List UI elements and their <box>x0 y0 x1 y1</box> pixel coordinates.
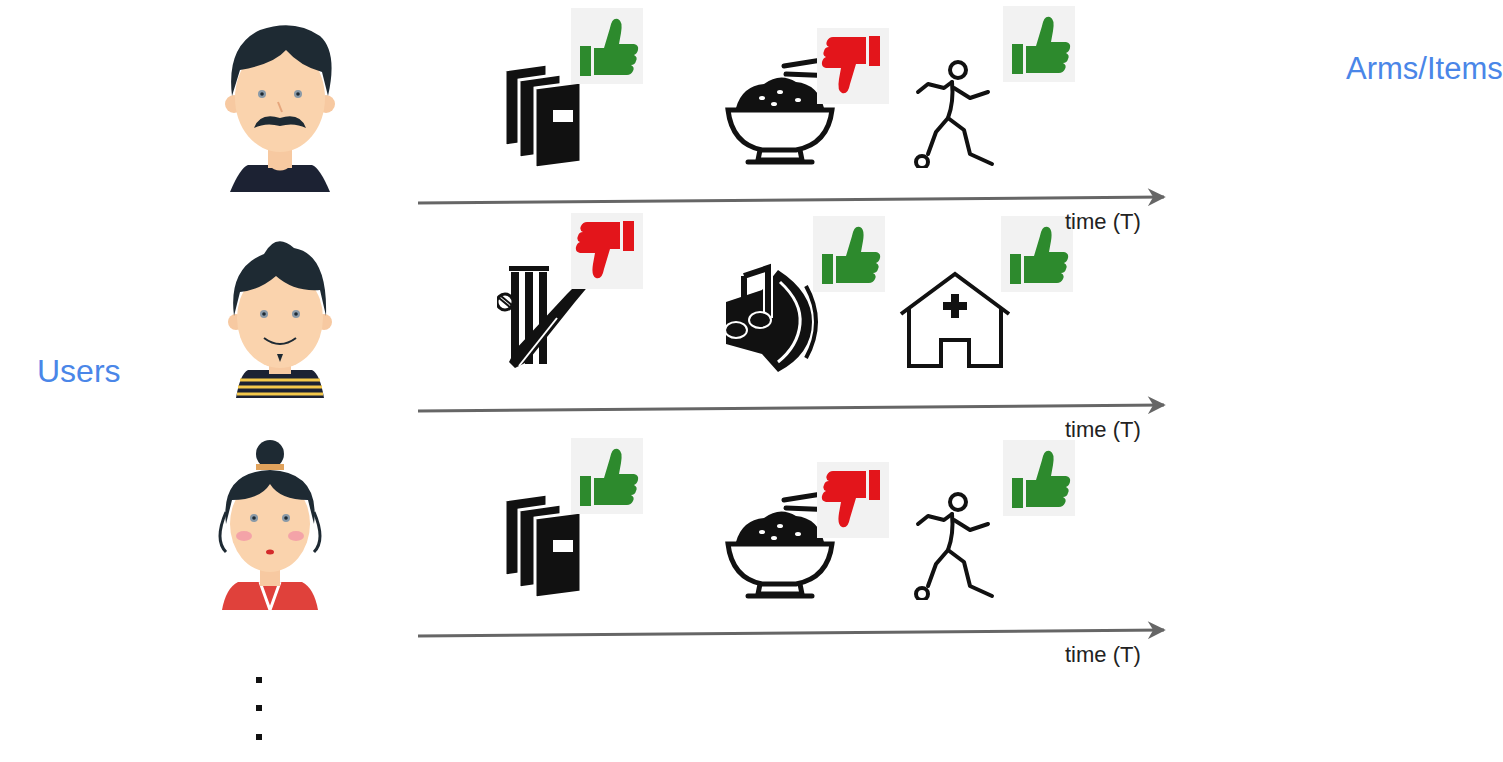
thumbs-up <box>571 8 643 84</box>
user-avatar <box>225 25 335 192</box>
time-axis <box>418 197 1164 203</box>
timeline-axes <box>418 197 1164 636</box>
time-axis <box>418 630 1164 636</box>
thumbs-down <box>571 213 643 289</box>
axis-heading: Users <box>37 355 121 387</box>
time-axis <box>418 405 1164 411</box>
books-icon <box>505 494 581 598</box>
soccer-icon <box>916 494 992 600</box>
hospital-icon <box>901 274 1009 366</box>
thumbs-up <box>571 438 643 514</box>
user-avatar <box>220 440 320 610</box>
soccer-icon <box>916 62 992 168</box>
user-avatar <box>228 241 332 398</box>
axis-label: time (T) <box>1065 211 1141 233</box>
more-users-dots <box>256 677 262 740</box>
axis-label: time (T) <box>1065 419 1141 441</box>
legend-heading: Arms/Items <box>1346 53 1503 84</box>
music-icon <box>725 268 816 372</box>
axis-label: time (T) <box>1065 644 1141 666</box>
thumbs-up <box>1003 440 1075 516</box>
thumbs-down <box>817 28 889 104</box>
thumbs-up <box>1001 216 1073 292</box>
thumbs-up <box>1003 6 1075 82</box>
thumbs-down <box>817 462 889 538</box>
books-icon <box>505 64 581 168</box>
thumbs-up <box>813 216 885 292</box>
